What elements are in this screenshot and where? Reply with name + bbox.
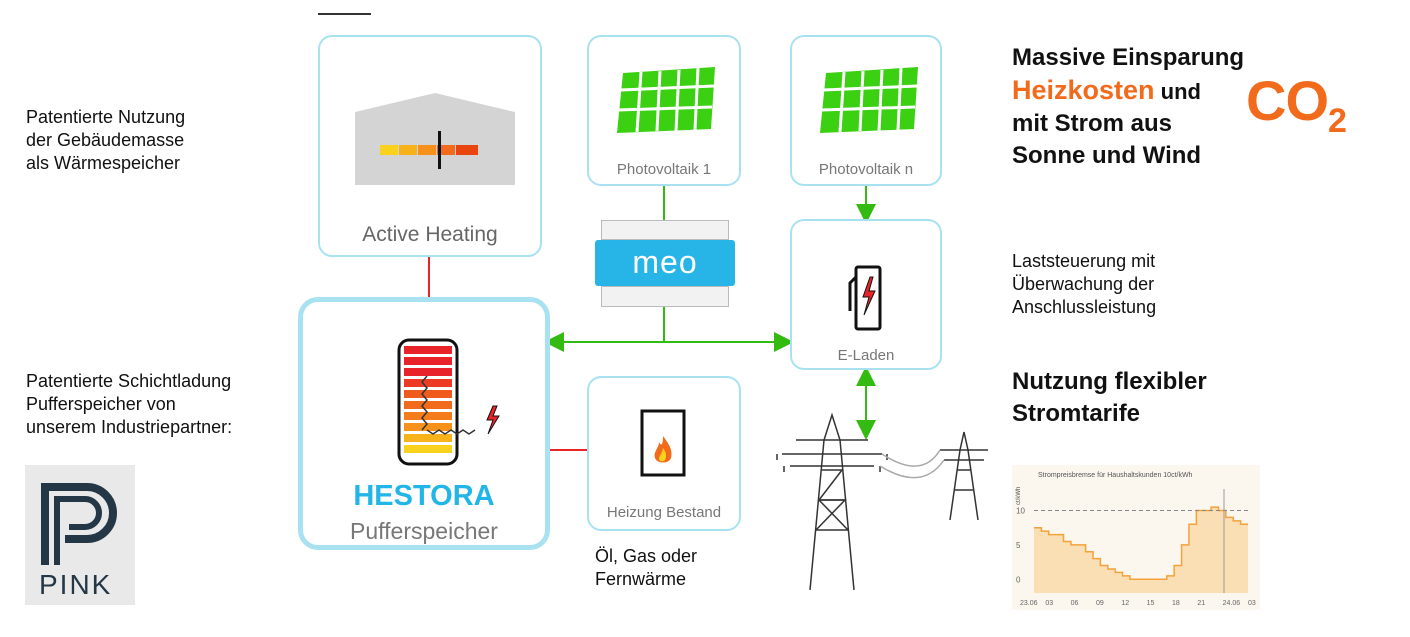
fuel-note: Öl, Gas oder Fernwärme	[595, 545, 697, 591]
photovoltaik-1-label: Photovoltaik 1	[616, 161, 712, 178]
text-line: Überwachung der	[1012, 274, 1155, 294]
left-text-layer-charging: Patentierte Schichtladung Pufferspeicher…	[26, 370, 232, 439]
und-word: und	[1154, 79, 1201, 104]
chart-ytick-label: 10	[1016, 507, 1025, 516]
chart-xtick-label: 09	[1096, 600, 1104, 607]
text-line: Patentierte Schichtladung	[26, 371, 232, 391]
e-laden-label: E-Laden	[837, 347, 895, 364]
co2-subscript: 2	[1328, 102, 1347, 140]
pink-logo: PINK	[25, 465, 135, 605]
headline-savings: Massive Einsparung Heizkosten und mit St…	[1012, 42, 1244, 172]
meo-device-panel	[595, 240, 735, 286]
chart-xtick-label: 12	[1121, 600, 1129, 607]
chart-xtick-label: 03	[1045, 600, 1053, 607]
heizung-bestand-box: Heizung Bestand	[587, 376, 741, 531]
price-chart: Strompreisbremse für Haushaltskunden 10c…	[1012, 465, 1260, 610]
hestora-subtitle: Pufferspeicher	[350, 518, 498, 544]
pink-logo-text: PINK	[39, 569, 113, 600]
co2-main: CO	[1246, 69, 1329, 132]
chart-xtick-label: 24.06	[1223, 600, 1241, 607]
meo-device-top	[601, 220, 729, 240]
hestora-title: HESTORA	[353, 480, 495, 512]
hestora-box: HESTORA Pufferspeicher	[298, 297, 550, 550]
charging-station-icon	[848, 265, 882, 331]
chart-xtick-label: 18	[1172, 600, 1180, 607]
chart-title: Strompreisbremse für Haushaltskunden 10c…	[1038, 472, 1193, 479]
headline-line: Stromtarife	[1012, 400, 1141, 427]
heizkosten-word: Heizkosten	[1012, 75, 1155, 105]
chart-xtick-label: 21	[1197, 600, 1205, 607]
headline-line: Massive Einsparung	[1012, 44, 1245, 71]
co2-label: CO2	[1246, 68, 1347, 140]
headline-line: Sonne und Wind	[1012, 142, 1202, 169]
text-line: unserem Industriepartner:	[26, 417, 233, 437]
active-heating-box: Active Heating	[318, 35, 542, 257]
chart-xtick-label: 23.06	[1020, 600, 1038, 607]
meo-logo-text: meo	[632, 244, 698, 280]
chart-series-line	[1034, 506, 1248, 580]
headline-flexible-tariffs: Nutzung flexibler Stromtarife	[1012, 366, 1207, 430]
chart-area	[1034, 507, 1248, 593]
text-line: Fernwärme	[595, 569, 687, 589]
boiler-flame-icon	[640, 409, 686, 477]
e-laden-box: E-Laden	[790, 219, 942, 370]
text-line: Anschlussleistung	[1012, 297, 1157, 317]
text-line: Öl, Gas oder	[595, 546, 698, 566]
meo-device-bottom	[601, 286, 729, 307]
active-heating-label: Active Heating	[362, 223, 498, 246]
left-text-building-mass: Patentierte Nutzung der Gebäudemasse als…	[26, 106, 185, 175]
chart-xtick-label: 03	[1248, 600, 1256, 607]
chart-ytick-label: 0	[1016, 575, 1021, 584]
chart-ytick-label: 5	[1016, 541, 1021, 550]
solar-panel-icon	[820, 67, 918, 133]
buffer-tank-icon	[397, 338, 500, 466]
pink-logo-mark	[41, 483, 117, 565]
chart-xtick-label: 06	[1071, 600, 1079, 607]
heizung-bestand-label: Heizung Bestand	[606, 504, 722, 521]
text-line: Patentierte Nutzung	[26, 107, 186, 127]
meo-device: meo	[595, 220, 735, 307]
price-chart-svg: Strompreisbremse für Haushaltskunden 10c…	[1016, 472, 1256, 607]
photovoltaik-1-box: Photovoltaik 1	[587, 35, 741, 186]
top-divider	[318, 13, 371, 15]
photovoltaik-n-box: Photovoltaik n	[790, 35, 942, 186]
chart-xtick-label: 15	[1147, 600, 1155, 607]
headline-line: mit Strom aus	[1012, 110, 1173, 137]
solar-panel-icon	[617, 67, 715, 133]
text-line: Laststeuerung mit	[1012, 251, 1156, 271]
text-load-control: Laststeuerung mit Überwachung der Anschl…	[1012, 250, 1156, 319]
text-line: Pufferspeicher von	[26, 394, 176, 414]
headline-line-heizkosten: Heizkosten und	[1012, 74, 1244, 108]
text-line: der Gebäudemasse	[26, 130, 185, 150]
chart-ylabel: ct/kWh	[1016, 487, 1022, 505]
photovoltaik-n-label: Photovoltaik n	[818, 161, 914, 178]
text-line: als Wärmespeicher	[26, 153, 181, 173]
power-pylons-icon	[776, 412, 988, 591]
headline-line: Nutzung flexibler	[1012, 368, 1207, 395]
house-heating-icon	[355, 93, 515, 185]
